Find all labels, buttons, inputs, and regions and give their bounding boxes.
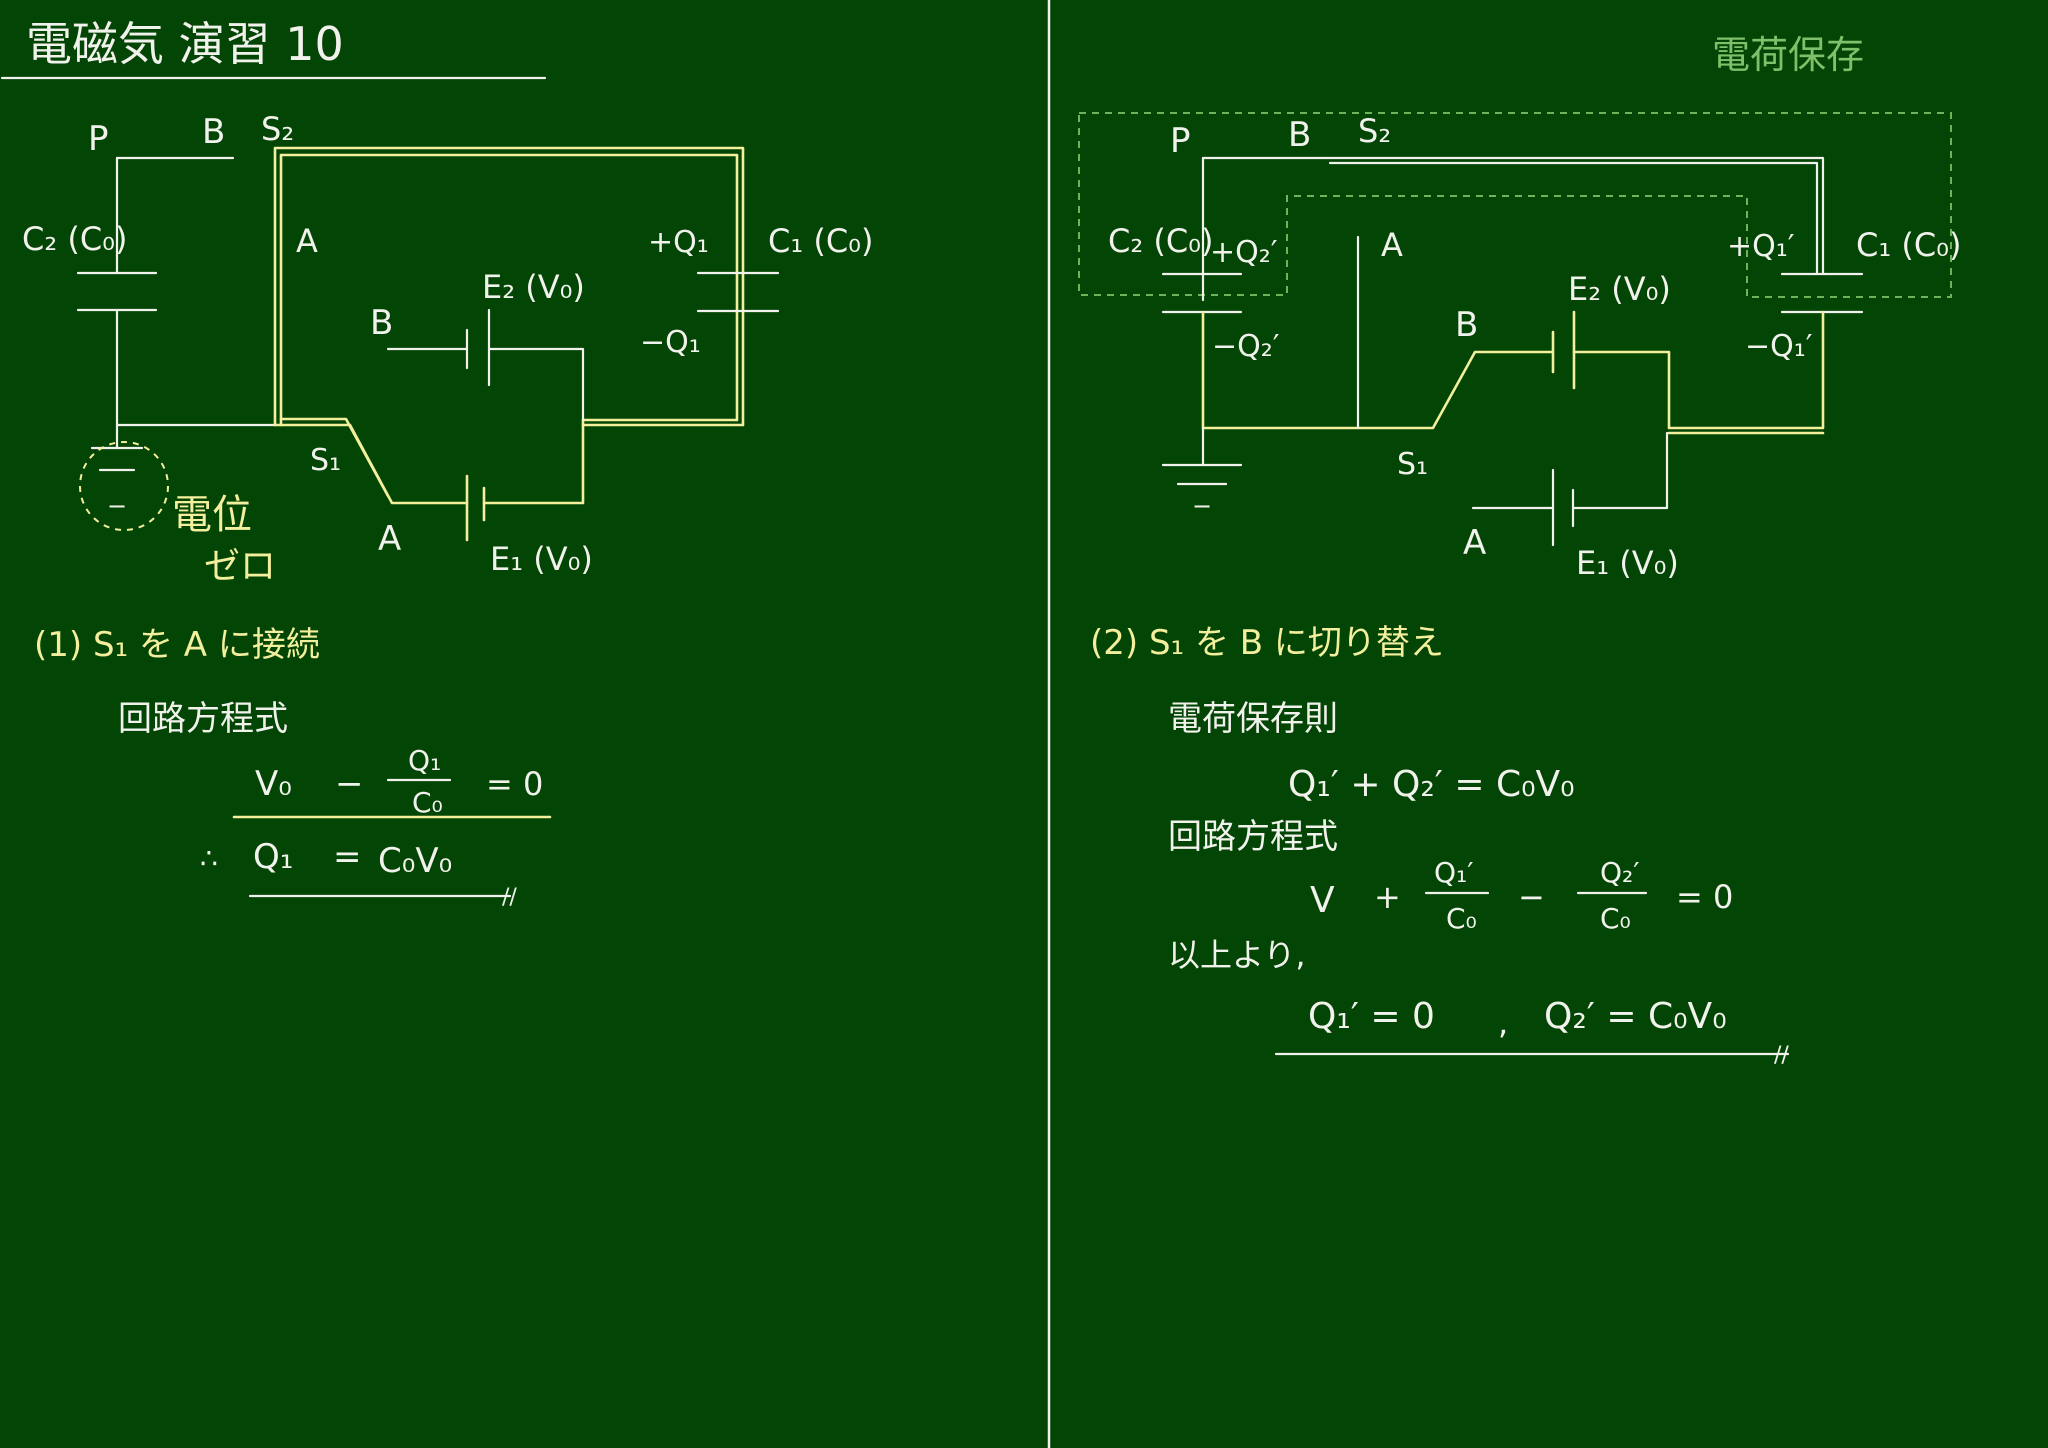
eq2-den1: C₀ bbox=[1446, 902, 1477, 935]
answer-q2-prime: Q₂′ = C₀V₀ bbox=[1544, 996, 1727, 1037]
ground-highlight-circle bbox=[79, 441, 169, 531]
conservation-equation: Q₁′ + Q₂′ = C₀V₀ bbox=[1288, 764, 1575, 805]
label-ground: − bbox=[107, 492, 127, 520]
r-label-c2: C₂ (C₀) bbox=[1108, 222, 1213, 260]
label-minus-q1: −Q₁ bbox=[640, 325, 701, 360]
label-p: P bbox=[88, 119, 109, 159]
r-label-minus-q2: −Q₂′ bbox=[1212, 329, 1280, 364]
answer-mark: // bbox=[1774, 1043, 1789, 1068]
right-circuit-eq-title: 回路方程式 bbox=[1168, 817, 1338, 857]
left-circuit bbox=[76, 146, 780, 542]
label-e1: E₁ (V₀) bbox=[490, 540, 593, 578]
r-wire-top-inner bbox=[1328, 161, 1819, 275]
eq2-num2: Q₂′ bbox=[1600, 856, 1640, 889]
r-label-b-top: B bbox=[1288, 115, 1311, 155]
therefore-symbol: ∴ bbox=[200, 842, 218, 875]
wire-e1-right bbox=[482, 418, 585, 505]
label-c1: C₁ (C₀) bbox=[768, 222, 873, 260]
eq2-v: V bbox=[1310, 880, 1335, 921]
left-circuit-eq-title: 回路方程式 bbox=[118, 699, 288, 739]
eq1-denominator: C₀ bbox=[412, 786, 443, 819]
eq1-lhs: V₀ bbox=[255, 764, 292, 804]
r-label-a-bottom: A bbox=[1463, 523, 1486, 563]
r-label-s1: S₁ bbox=[1397, 447, 1428, 482]
charge-conservation-region bbox=[1078, 112, 1952, 298]
r-label-minus-q1: −Q₁′ bbox=[1745, 329, 1813, 364]
label-a-left: A bbox=[296, 222, 318, 260]
label-b-mid: B bbox=[370, 303, 393, 343]
label-c2: C₂ (C₀) bbox=[22, 220, 127, 258]
r-label-a-mid: A bbox=[1381, 226, 1403, 264]
label-s2: S₂ bbox=[261, 110, 294, 148]
label-plus-q1: +Q₁ bbox=[648, 225, 709, 260]
step-1-label: (1) S₁ を A に接続 bbox=[34, 625, 320, 665]
eq1-numerator: Q₁ bbox=[408, 744, 441, 777]
eq1-minus: − bbox=[335, 764, 364, 804]
r-label-c1: C₁ (C₀) bbox=[1856, 226, 1961, 264]
label-b-top: B bbox=[202, 112, 225, 152]
ans-q1: Q₁ bbox=[253, 837, 293, 877]
r-label-plus-q1: +Q₁′ bbox=[1727, 229, 1795, 264]
ans-eq: = bbox=[333, 837, 362, 877]
step-2-label: (2) S₁ を B に切り替え bbox=[1090, 623, 1444, 663]
conclusion-text: 以上より, bbox=[1168, 936, 1306, 974]
page-title: 電磁気 演習 10 bbox=[26, 17, 344, 71]
answer-comma: , bbox=[1498, 1004, 1508, 1042]
eq2-minus: − bbox=[1518, 878, 1545, 916]
eq2-num1: Q₁′ bbox=[1434, 856, 1474, 889]
answer-q1-prime: Q₁′ = 0 bbox=[1308, 996, 1435, 1037]
r-loop-right bbox=[1572, 310, 1825, 430]
ans-c0v0: C₀V₀ bbox=[378, 841, 452, 881]
label-s1: S₁ bbox=[310, 443, 341, 478]
charge-conservation-title: 電荷保存 bbox=[1712, 33, 1864, 77]
label-potential: 電位 bbox=[172, 492, 252, 538]
eq2-plus: + bbox=[1374, 878, 1401, 916]
eq1-rhs: = 0 bbox=[486, 765, 543, 803]
r-label-ground: − bbox=[1192, 492, 1212, 520]
ans-mark: // bbox=[502, 885, 517, 910]
r-label-s2: S₂ bbox=[1358, 112, 1391, 150]
r-wire-top bbox=[1321, 156, 1825, 275]
wire-loop-outer bbox=[273, 146, 745, 427]
conservation-law-title: 電荷保存則 bbox=[1168, 699, 1338, 739]
label-zero: ゼロ bbox=[204, 546, 276, 587]
r-label-b-mid: B bbox=[1455, 305, 1478, 345]
switch-s1-double bbox=[279, 417, 390, 498]
r-wire-e1-right bbox=[1571, 431, 1669, 510]
label-a-bottom: A bbox=[378, 519, 401, 559]
r-label-plus-q2: +Q₂′ bbox=[1210, 235, 1278, 270]
eq2-rhs: = 0 bbox=[1676, 878, 1733, 916]
r-label-p: P bbox=[1170, 121, 1191, 161]
r-label-e1: E₁ (V₀) bbox=[1576, 544, 1679, 582]
wire-e2-right bbox=[487, 347, 585, 422]
r-loop-left bbox=[1201, 310, 1555, 430]
r-label-e2: E₂ (V₀) bbox=[1568, 270, 1671, 308]
eq2-den2: C₀ bbox=[1600, 902, 1631, 935]
wire-loop-inner bbox=[279, 153, 739, 427]
right-circuit bbox=[1078, 112, 1952, 547]
label-e2: E₂ (V₀) bbox=[482, 268, 585, 306]
